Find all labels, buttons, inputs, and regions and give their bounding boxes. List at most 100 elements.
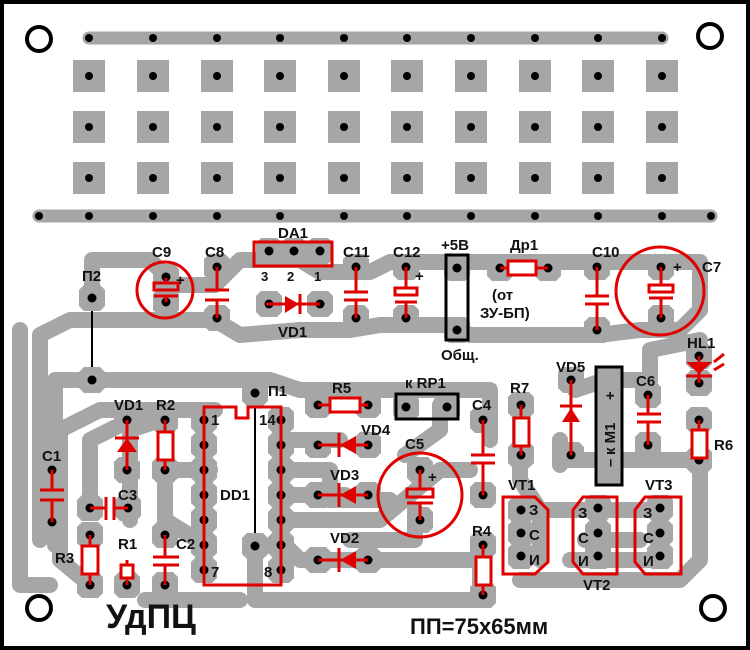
bus-hole bbox=[85, 212, 93, 220]
plus-sign: + bbox=[428, 469, 437, 486]
vt3-gate: З bbox=[643, 505, 652, 522]
label-r6: R6 bbox=[714, 437, 733, 454]
resistor-r3 bbox=[80, 535, 100, 585]
vt2-drain: С bbox=[578, 530, 589, 547]
proto-hole bbox=[403, 174, 411, 182]
label-m1-plus: + bbox=[602, 391, 619, 400]
plus-sign: + bbox=[673, 259, 682, 276]
capacitor-c2 bbox=[153, 535, 179, 585]
label-dd1: DD1 bbox=[220, 487, 250, 504]
label-c7: C7 bbox=[702, 259, 721, 276]
proto-hole bbox=[213, 123, 221, 131]
resistor-r2 bbox=[156, 420, 175, 470]
proto-hole bbox=[594, 123, 602, 131]
capacitor-c6 bbox=[637, 395, 661, 445]
label-c8: C8 bbox=[205, 244, 224, 261]
capacitor-c1 bbox=[40, 470, 64, 522]
bus-hole bbox=[531, 212, 539, 220]
proto-hole bbox=[403, 123, 411, 131]
label-r1: R1 bbox=[118, 536, 137, 553]
label-r4: R4 bbox=[472, 523, 492, 540]
labels: C9 + C8 DA1 3 2 1 VD1 C11 C12 + +5В Др1 … bbox=[42, 225, 733, 639]
mounting-hole-icon bbox=[25, 25, 53, 53]
bus-hole bbox=[276, 212, 284, 220]
proto-hole bbox=[149, 174, 157, 182]
bus-hole bbox=[85, 34, 93, 42]
label-c4: C4 bbox=[472, 397, 492, 414]
inductor-dr1 bbox=[500, 259, 548, 277]
proto-hole bbox=[149, 72, 157, 80]
label-hl1: HL1 bbox=[687, 335, 715, 352]
bus-hole bbox=[467, 212, 475, 220]
drill-hole bbox=[452, 325, 462, 335]
label-r2: R2 bbox=[156, 397, 175, 414]
bus-hole bbox=[594, 34, 602, 42]
capacitor-c11 bbox=[344, 267, 368, 318]
proto-hole bbox=[467, 174, 475, 182]
label-da1-pin1: 1 bbox=[314, 269, 321, 284]
capacitor-c12 bbox=[393, 267, 419, 318]
resistor-r7 bbox=[512, 405, 531, 455]
label-r5: R5 bbox=[332, 380, 351, 397]
board-size-label: ПП=75х65мм bbox=[410, 614, 548, 639]
bus-hole bbox=[531, 34, 539, 42]
mounting-hole-icon bbox=[699, 594, 727, 622]
proto-hole bbox=[85, 72, 93, 80]
label-c2: C2 bbox=[176, 536, 195, 553]
capacitor-c7 bbox=[614, 245, 706, 337]
resistor-r1 bbox=[119, 560, 135, 585]
proto-hole bbox=[85, 123, 93, 131]
proto-hole bbox=[213, 174, 221, 182]
label-vd4: VD4 bbox=[361, 422, 391, 439]
capacitor-c3 bbox=[90, 497, 128, 520]
drill-hole bbox=[442, 402, 452, 412]
vt2-source: И bbox=[578, 553, 589, 570]
bus-hole bbox=[403, 212, 411, 220]
proto-hole bbox=[85, 174, 93, 182]
drill-hole bbox=[452, 263, 462, 273]
vt1-gate: З bbox=[529, 502, 538, 519]
resistor-r4 bbox=[474, 545, 493, 595]
label-vd2: VD2 bbox=[330, 530, 359, 547]
proto-hole bbox=[594, 72, 602, 80]
vt3-source: И bbox=[643, 553, 654, 570]
plus-sign: + bbox=[415, 268, 424, 285]
label-vd1: VD1 bbox=[114, 397, 143, 414]
diode-vd1-top bbox=[266, 294, 320, 314]
drill-hole bbox=[87, 375, 97, 385]
mounting-hole-icon bbox=[25, 594, 53, 622]
led-icon bbox=[686, 352, 725, 383]
label-da1-pin3: 3 bbox=[261, 269, 268, 284]
board-title: УдПЦ bbox=[106, 598, 196, 636]
drill-hole bbox=[401, 402, 411, 412]
proto-hole bbox=[531, 174, 539, 182]
drill-hole bbox=[655, 551, 665, 561]
bus-hole bbox=[149, 34, 157, 42]
drill-hole bbox=[289, 246, 299, 256]
label-vt2: VT2 bbox=[583, 577, 611, 594]
drill-hole bbox=[516, 551, 526, 561]
bus-hole bbox=[403, 34, 411, 42]
proto-hole bbox=[276, 174, 284, 182]
label-m1: к М1 bbox=[602, 422, 619, 455]
vt1-source: И bbox=[529, 552, 540, 569]
bus-hole bbox=[658, 212, 666, 220]
capacitor-c4 bbox=[471, 420, 495, 495]
label-dd1-pin14: 14 bbox=[259, 412, 276, 429]
label-c10: C10 bbox=[592, 244, 620, 261]
transistor-vt3 bbox=[633, 495, 683, 576]
proto-hole bbox=[658, 174, 666, 182]
drill-hole bbox=[593, 503, 603, 513]
proto-hole bbox=[340, 174, 348, 182]
proto-hole bbox=[213, 72, 221, 80]
drill-hole bbox=[315, 246, 325, 256]
motor-connector bbox=[594, 365, 624, 487]
ic-dd1 bbox=[202, 405, 283, 587]
transistor-vt2 bbox=[571, 495, 619, 576]
bus-hole bbox=[213, 212, 221, 220]
vt2-gate: З bbox=[578, 505, 587, 522]
label-c5: C5 bbox=[405, 436, 424, 453]
drill-hole bbox=[593, 551, 603, 561]
bus-hole bbox=[213, 34, 221, 42]
label-c9: C9 bbox=[152, 244, 171, 261]
